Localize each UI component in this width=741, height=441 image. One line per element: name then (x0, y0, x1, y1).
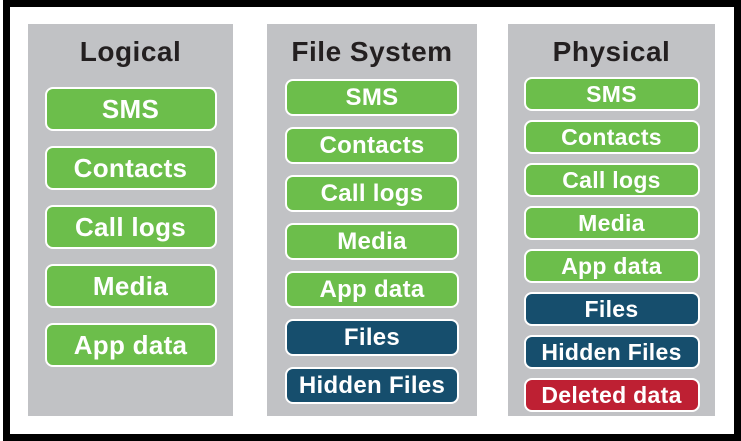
column-file-system-title: File System (291, 36, 453, 67)
box-hidden-files: Hidden Files (523, 335, 700, 369)
box-sms: SMS (285, 79, 459, 116)
box-deleted-data: Deleted data (523, 378, 700, 412)
box-sms: SMS (44, 87, 217, 131)
box-media: Media (523, 206, 700, 240)
column-file-system: File System SMS Contacts Call logs Media… (267, 24, 477, 416)
box-files: Files (285, 319, 459, 356)
box-app-data: App data (285, 271, 459, 308)
box-contacts: Contacts (44, 146, 217, 190)
box-app-data: App data (523, 249, 700, 283)
box-media: Media (285, 223, 459, 260)
box-call-logs: Call logs (285, 175, 459, 212)
box-contacts: Contacts (523, 120, 700, 154)
column-file-system-boxes: SMS Contacts Call logs Media App data Fi… (267, 79, 477, 404)
column-logical-boxes: SMS Contacts Call logs Media App data (28, 87, 233, 367)
box-call-logs: Call logs (44, 205, 217, 249)
box-app-data: App data (44, 323, 217, 367)
column-physical-boxes: SMS Contacts Call logs Media App data Fi… (508, 77, 715, 412)
column-physical: Physical SMS Contacts Call logs Media Ap… (508, 24, 715, 416)
column-logical-title: Logical (79, 36, 182, 67)
box-files: Files (523, 292, 700, 326)
box-contacts: Contacts (285, 127, 459, 164)
column-logical: Logical SMS Contacts Call logs Media App… (28, 24, 233, 416)
box-call-logs: Call logs (523, 163, 700, 197)
box-sms: SMS (523, 77, 700, 111)
column-physical-title: Physical (552, 36, 671, 67)
box-media: Media (44, 264, 217, 308)
box-hidden-files: Hidden Files (285, 367, 459, 404)
